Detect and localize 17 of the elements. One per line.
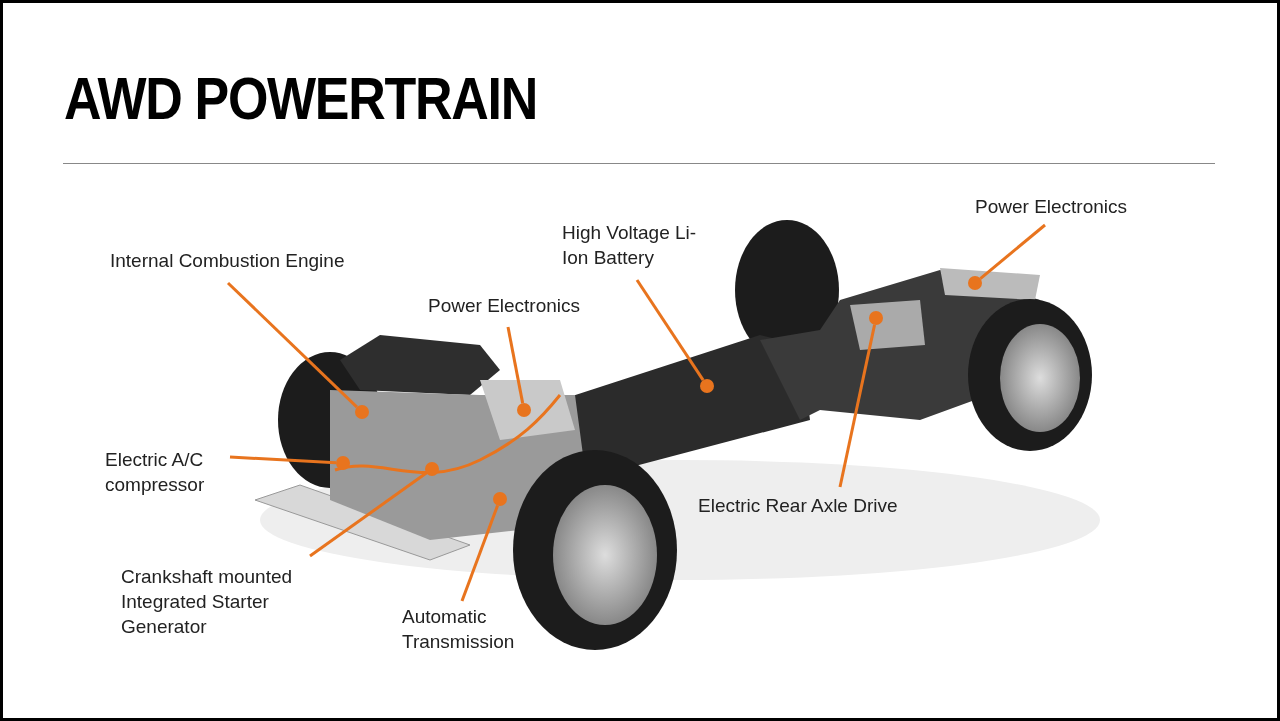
part-label: Electric Rear Axle Drive [698, 494, 899, 518]
part-label: Internal Combustion Engine [110, 249, 346, 273]
part-label: Automatic Transmission [402, 605, 516, 654]
part-label: Power Electronics [428, 294, 582, 318]
part-label: Power Electronics [975, 195, 1129, 219]
part-label: Crankshaft mounted Integrated Starter Generator [121, 565, 294, 639]
leader-line [838, 324, 876, 488]
leader-line [979, 223, 1046, 280]
leader-line [226, 281, 358, 409]
leader-line [460, 505, 499, 602]
leader-line [506, 326, 525, 404]
part-label: Electric A/C compressor [105, 448, 206, 497]
leader-line [309, 471, 428, 558]
title: AWD POWERTRAIN [64, 68, 537, 128]
leader-line [635, 279, 705, 381]
leader-line [229, 455, 337, 465]
part-label: High Voltage Li-Ion Battery [562, 221, 698, 270]
